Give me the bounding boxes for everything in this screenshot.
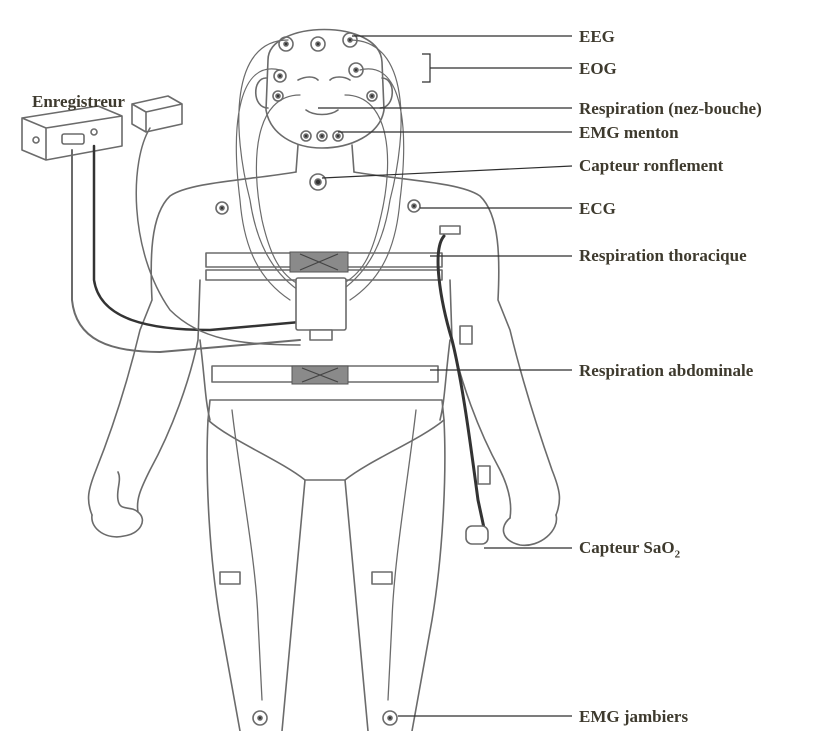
chin-electrodes: [301, 131, 343, 141]
label-ecg: ECG: [579, 199, 616, 219]
label-sao2-sensor: Capteur SaO2: [579, 538, 680, 564]
label-emg-chin: EMG menton: [579, 123, 679, 143]
label-snore-sensor: Capteur ronflement: [579, 156, 723, 176]
label-resp-abdomen: Respiration abdominale: [579, 361, 753, 381]
label-resp-thorax: Respiration thoracique: [579, 246, 747, 266]
central-device: [296, 278, 346, 330]
recorder-small: [132, 96, 182, 132]
right-hand: [503, 515, 556, 545]
label-eog: EOG: [579, 59, 617, 79]
torso-outline: [89, 172, 560, 515]
label-emg-legs: EMG jambiers: [579, 707, 688, 727]
label-eeg: EEG: [579, 27, 615, 47]
oximeter-probe: [466, 526, 488, 544]
label-sao2-subscript: 2: [675, 548, 681, 560]
leader-lines: [318, 36, 572, 716]
left-hand: [92, 472, 143, 537]
label-sao2-main: Capteur SaO: [579, 538, 675, 557]
label-resp-nose-mouth: Respiration (nez-bouche): [579, 99, 762, 119]
recorder-label: Enregistreur: [32, 92, 125, 112]
eeg-electrodes: [273, 33, 377, 101]
